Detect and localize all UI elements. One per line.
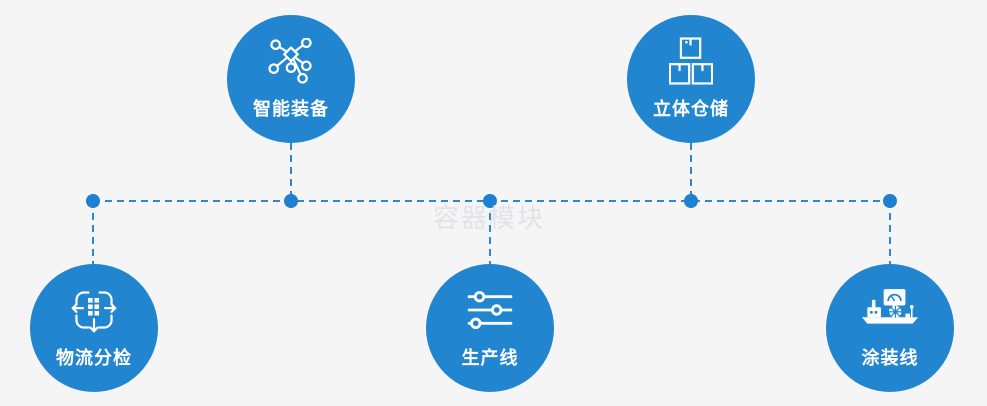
junction-dot: [284, 194, 298, 208]
node-label: 涂装线: [861, 348, 919, 368]
sorting-arrows-icon: [70, 281, 118, 339]
watermark-text: 容器模块: [433, 203, 546, 233]
node-logistics-sorting[interactable]: 物流分检: [30, 264, 158, 392]
control-station-icon: [861, 281, 919, 339]
node-label: 生产线: [461, 348, 519, 368]
sliders-icon: [467, 281, 513, 339]
node-label: 物流分检: [56, 348, 132, 368]
node-smart-equipment[interactable]: 智能装备: [227, 15, 355, 143]
node-production-line[interactable]: 生产线: [426, 264, 554, 392]
stacked-boxes-icon: [669, 32, 713, 90]
junction-dot: [684, 194, 698, 208]
junction-dot: [883, 194, 897, 208]
node-warehouse-storage[interactable]: 立体仓储: [627, 15, 755, 143]
node-label: 智能装备: [253, 99, 329, 119]
node-coating-line[interactable]: 涂装线: [826, 264, 954, 392]
node-label: 立体仓储: [653, 99, 729, 119]
network-nodes-icon: [268, 32, 314, 90]
junction-dot: [86, 194, 100, 208]
